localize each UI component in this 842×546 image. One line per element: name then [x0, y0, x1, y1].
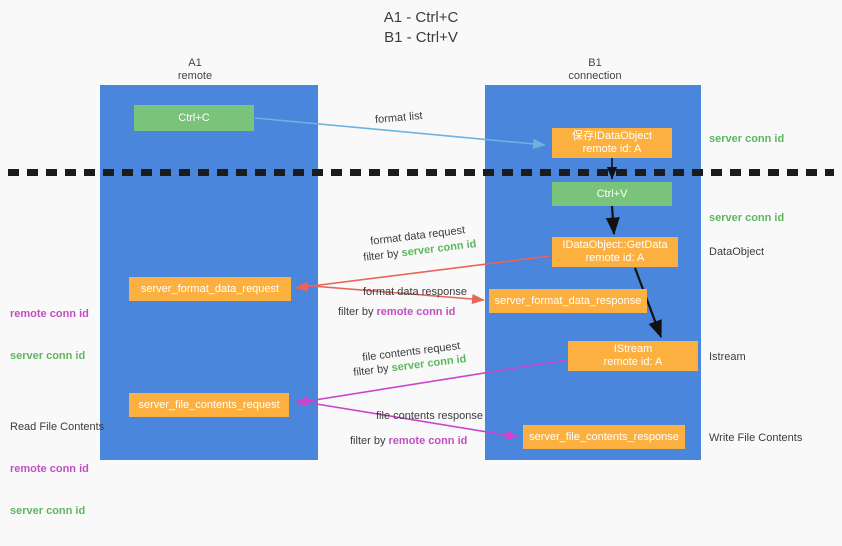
box-server-file-contents-request[interactable]: server_file_contents_request — [129, 393, 289, 417]
box-server-file-contents-response[interactable]: server_file_contents_response — [523, 425, 685, 449]
left-label-conn-ids-upper: remote conn id server conn id — [10, 279, 89, 391]
right-label-write-file-contents: Write File Contents — [709, 432, 803, 444]
edge-label-file-contents-response: file contents response — [376, 410, 484, 422]
phase-divider-dashed-line — [8, 169, 834, 176]
remote-conn-id-text: remote conn id — [388, 435, 468, 447]
right-label-istream: Istream — [709, 351, 746, 363]
edge-label-file-contents-response-filter: filter by remote conn id — [350, 434, 467, 448]
filter-prefix: filter by — [338, 306, 377, 318]
box-server-format-data-response[interactable]: server_format_data_response — [489, 289, 647, 313]
box-ctrl-v[interactable]: Ctrl+V — [552, 182, 672, 206]
box-istream[interactable]: IStream remote id: A — [568, 341, 698, 371]
box-ctrl-c[interactable]: Ctrl+C — [134, 105, 254, 131]
box-server-format-data-request[interactable]: server_format_data_request — [129, 277, 291, 301]
diagram-canvas: A1 - Ctrl+C B1 - Ctrl+V A1 remote B1 con… — [8, 9, 834, 517]
right-label-server-conn-id-mid: server conn id — [709, 212, 785, 224]
edge-label-format-list: format list — [374, 109, 424, 127]
box-idataobject-getdata[interactable]: IDataObject::GetData remote id: A — [552, 237, 678, 267]
right-label-dataobject: DataObject — [709, 246, 765, 258]
filter-prefix: filter by — [350, 435, 389, 447]
left-server-conn-id: server conn id — [10, 505, 86, 517]
left-label-read-file-contents-group: Read File Contents remote conn id server… — [10, 392, 104, 546]
lane-header-b1: B1 connection — [568, 57, 622, 82]
left-read-file-contents: Read File Contents — [10, 421, 105, 433]
edge-label-format-data-response-filter: filter by remote conn id — [338, 305, 455, 319]
left-server-conn-id: server conn id — [10, 350, 86, 362]
page-title: A1 - Ctrl+C B1 - Ctrl+V — [383, 9, 459, 46]
edge-label-format-data-response: format data response — [363, 286, 467, 298]
left-remote-conn-id: remote conn id — [10, 308, 89, 320]
lane-header-a1: A1 remote — [177, 57, 213, 82]
right-label-server-conn-id-top: server conn id — [709, 133, 785, 145]
box-save-idataobject[interactable]: 保存IDataObject remote id: A — [552, 128, 672, 158]
filter-prefix: filter by — [352, 362, 393, 379]
left-remote-conn-id: remote conn id — [10, 463, 89, 475]
filter-prefix: filter by — [362, 247, 403, 264]
remote-conn-id-text: remote conn id — [376, 306, 456, 318]
